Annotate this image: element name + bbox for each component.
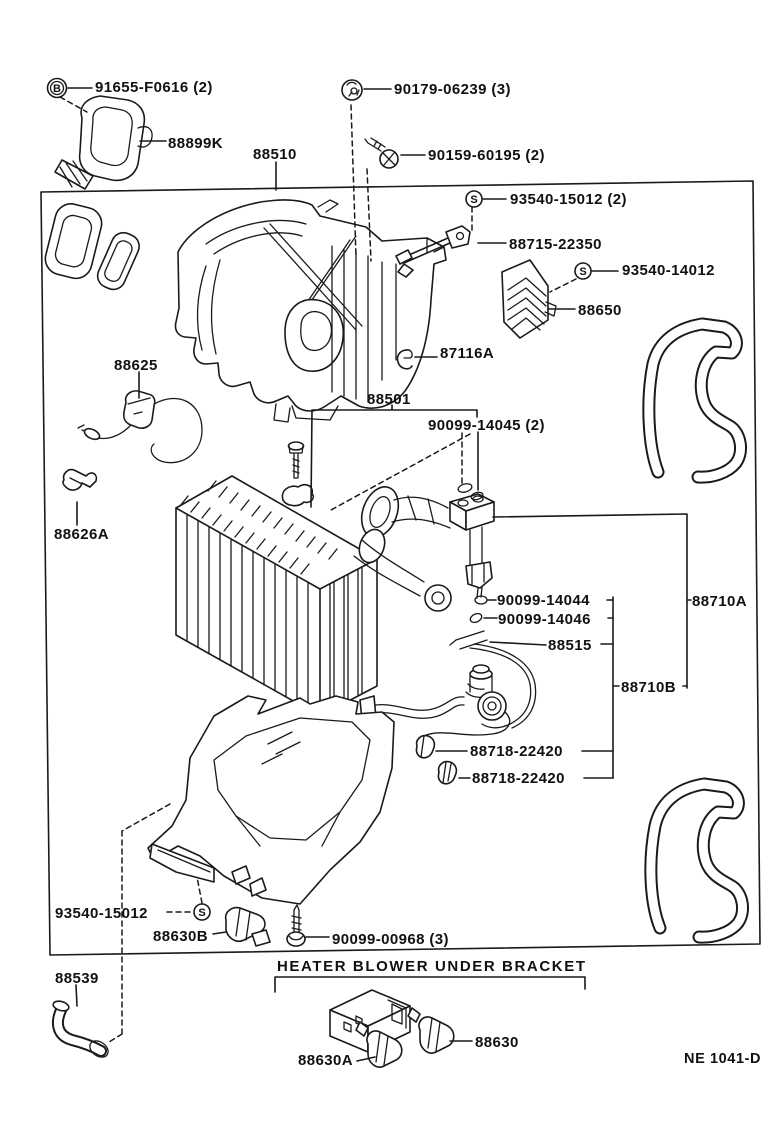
callout-93540-14012: 93540-14012 [622, 262, 715, 279]
evaporator-core-part [176, 476, 377, 716]
callout-87116A: 87116A [440, 345, 494, 362]
resistor-88630-part [408, 1008, 454, 1053]
callout-93540-15012-2: 93540-15012 (2) [510, 191, 627, 208]
grommet-clip-icons [416, 736, 456, 784]
callout-88715-22350: 88715-22350 [509, 236, 602, 253]
bolt-part [289, 442, 304, 478]
dashed-leader-lines [60, 97, 576, 1042]
callout-88718-22420-2: 88718-22420 [472, 770, 565, 787]
callout-90099-14044: 90099-14044 [497, 592, 590, 609]
callout-90159-60195: 90159-60195 (2) [428, 147, 545, 164]
marker-s-letter: S [198, 907, 205, 919]
callout-88650: 88650 [578, 302, 622, 319]
callout-88626A: 88626A [54, 526, 109, 543]
figure-code: NE 1041-D [684, 1051, 761, 1067]
seal-ring-small [94, 229, 143, 293]
marker-b-letter: B [53, 83, 61, 95]
callout-93540-15012: 93540-15012 [55, 905, 148, 922]
callout-88539: 88539 [55, 970, 99, 987]
callout-88510: 88510 [253, 146, 297, 163]
bolt-marker-b: B [48, 79, 67, 98]
screw-marker-s2: S [575, 263, 591, 279]
callout-90179-06239: 90179-06239 (3) [394, 81, 511, 98]
callout-88501: 88501 [367, 391, 411, 408]
callout-88630A: 88630A [298, 1052, 353, 1069]
thermistor-part [78, 391, 202, 463]
drain-hose-lower [651, 784, 743, 937]
section-title: HEATER BLOWER UNDER BRACKET [277, 958, 587, 975]
callout-labels: 91655-F0616 (2) 88899K 88510 90179-06239… [54, 79, 747, 1069]
callout-88625: 88625 [114, 357, 158, 374]
grommet-part [55, 96, 152, 189]
callout-88710B: 88710B [621, 679, 676, 696]
resistor-grid-part [502, 260, 556, 338]
callout-91655-F0616: 91655-F0616 (2) [95, 79, 213, 96]
resistor-88630A-part [356, 1022, 402, 1067]
callout-88630B: 88630B [153, 928, 208, 945]
marker-s-letter: S [579, 266, 586, 278]
upper-case-part [175, 200, 446, 422]
callout-90099-14046: 90099-14046 [498, 611, 591, 628]
hose-88539-part [52, 1000, 111, 1061]
diagram-border [41, 181, 760, 955]
callout-88630: 88630 [475, 1034, 519, 1051]
lower-case-part [148, 696, 394, 904]
screw-icon [365, 138, 398, 168]
callout-90099-14045: 90099-14045 (2) [428, 417, 545, 434]
callout-88710A: 88710A [692, 593, 747, 610]
screw-00968-part [287, 905, 305, 946]
leader-lines [68, 88, 691, 1061]
o-ring-icons [457, 482, 487, 624]
push-nut-icon [342, 80, 362, 100]
screw-marker-s1: S [466, 191, 482, 207]
clip-87116A-part [397, 350, 412, 369]
pipe-assembly-part [354, 482, 494, 611]
callout-88899K: 88899K [168, 135, 223, 152]
callout-88718-22420-1: 88718-22420 [470, 743, 563, 760]
callout-90099-00968: 90099-00968 (3) [332, 931, 449, 948]
drain-hose-upper [649, 324, 741, 477]
sensor-88630B-part [226, 908, 270, 946]
marker-s-letter: S [470, 194, 477, 206]
callout-88515: 88515 [548, 637, 592, 654]
clip-88626A-part [63, 470, 96, 490]
screw-marker-s3: S [194, 904, 210, 920]
seal-ring-large [42, 201, 105, 282]
tube-bracket-part [396, 226, 470, 277]
